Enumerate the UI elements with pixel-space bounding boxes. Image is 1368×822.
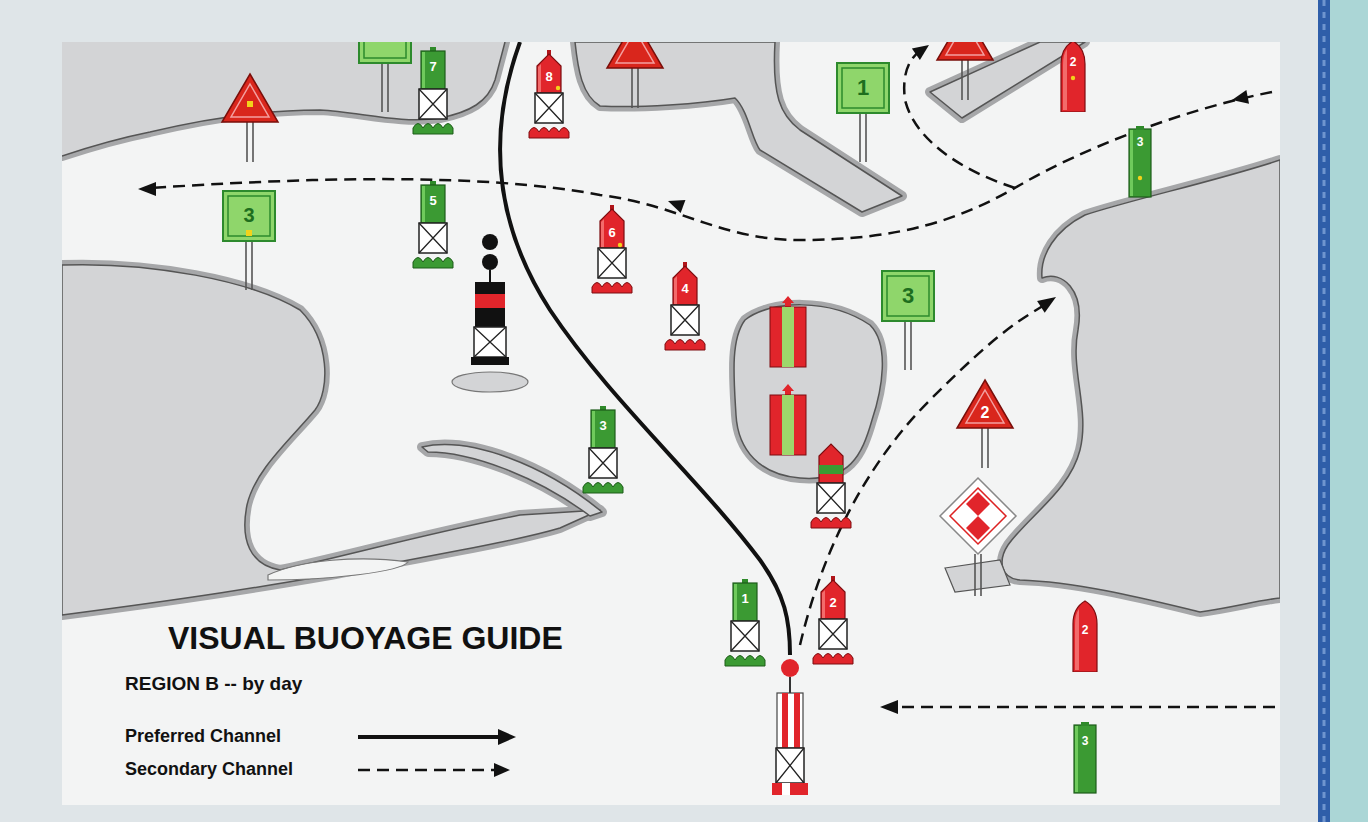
green-can-buoy (1129, 126, 1151, 197)
yellow-mark (1071, 76, 1075, 80)
legend-solid-line (358, 735, 500, 739)
buoy-number: 5 (429, 194, 436, 209)
land-outline (62, 42, 1280, 615)
land-shore (62, 42, 1280, 615)
daymark-number: 3 (902, 283, 914, 308)
chart (62, 42, 1280, 795)
yellow-mark (247, 101, 253, 107)
yellow-mark (1138, 176, 1142, 180)
junction-buoy (811, 444, 851, 528)
legend-arrowhead (498, 729, 516, 745)
safe-water-buoy (772, 659, 808, 795)
yellow-mark (246, 230, 252, 236)
buoy-number: 8 (545, 70, 552, 85)
range-daymark (770, 296, 806, 367)
triangle-daymark (607, 42, 663, 108)
side-strip (1318, 0, 1330, 822)
water (62, 42, 1280, 805)
buoy-number: 3 (1082, 735, 1089, 749)
diagram-title: VISUAL BUOYAGE GUIDE (168, 620, 563, 657)
daymark-number: 2 (981, 404, 990, 422)
triangle-daymark (957, 380, 1013, 468)
daymark-number: 1 (857, 75, 869, 100)
square-daymark (359, 42, 411, 112)
legend-arrowhead (494, 763, 510, 777)
red-nun-buoy (592, 205, 632, 293)
square-daymark (223, 191, 275, 290)
red-nun-buoy (813, 576, 853, 664)
junction-daymark (940, 478, 1016, 596)
channel-arrowheads (138, 42, 1249, 714)
legend-text: Preferred Channel (125, 726, 281, 747)
red-nun-buoy (665, 262, 705, 350)
green-can-buoy (1074, 722, 1096, 793)
daymark-number: 3 (243, 204, 254, 227)
islet (268, 559, 408, 580)
buoy-number: 2 (1082, 624, 1089, 638)
buoy-number: 2 (1070, 56, 1077, 70)
side-strip-dash (1323, 0, 1326, 822)
buoy-number: 2 (829, 596, 836, 611)
green-can-buoy (413, 181, 453, 268)
preferred-channel (500, 42, 790, 655)
shoal (452, 372, 528, 392)
green-can-buoy (725, 579, 765, 666)
secondary-channel (152, 51, 1275, 707)
green-can-buoy (583, 406, 623, 493)
red-nun-buoy (1061, 42, 1085, 112)
legend-dashed-line (358, 769, 494, 772)
yellow-mark (556, 86, 560, 90)
square-daymark (837, 63, 889, 162)
red-nun-buoy (529, 50, 569, 138)
buoy-number: 3 (599, 419, 606, 434)
triangle-daymark (937, 42, 993, 100)
region-note: REGION B -- by day (125, 673, 302, 695)
red-nun-buoy (1073, 601, 1097, 672)
buoy-number: 1 (741, 592, 748, 607)
pier (945, 560, 1010, 592)
legend-text: Secondary Channel (125, 759, 293, 780)
buoy-number: 3 (1137, 136, 1144, 150)
isolated-danger-buoy (471, 234, 509, 365)
side-band (1330, 0, 1368, 822)
green-can-buoy (413, 47, 453, 134)
triangle-daymark (222, 74, 278, 162)
buoy-number: 4 (681, 282, 688, 297)
yellow-mark (618, 243, 622, 247)
square-daymark (882, 271, 934, 370)
buoy-number: 6 (608, 226, 615, 241)
buoy-number: 7 (429, 60, 436, 75)
range-daymark (770, 384, 806, 455)
